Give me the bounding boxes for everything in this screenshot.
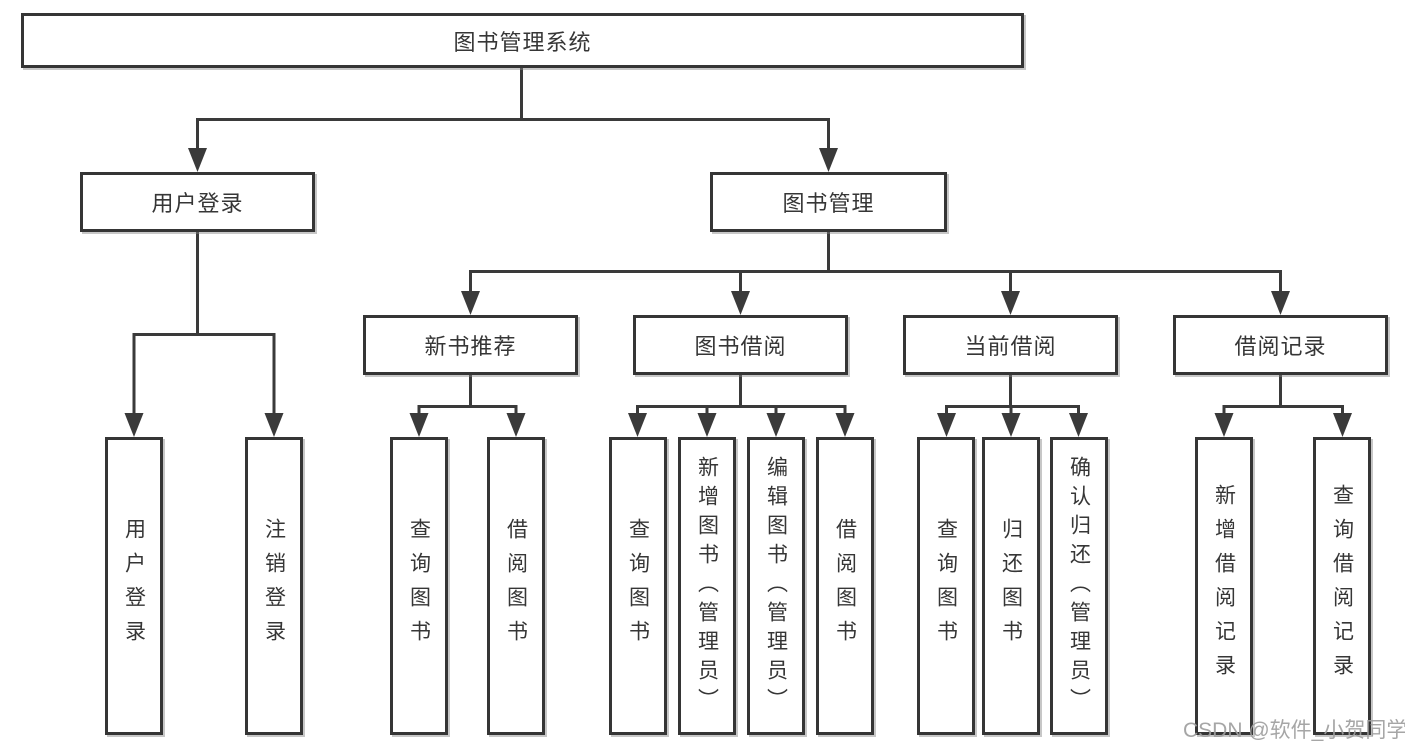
node-library-management-system: 图书管理系统 [21, 13, 1024, 68]
leaf-label: 查询图书 [407, 518, 431, 654]
leaf-label: 查询图书 [934, 518, 958, 654]
leaf-label: 新增图书（管理员） [695, 455, 719, 717]
leaf-logout: 注销登录 [245, 437, 303, 735]
node-new-book-recommendation: 新书推荐 [363, 315, 578, 375]
leaf-query-borrow-record: 查询借阅记录 [1313, 437, 1371, 735]
leaf-confirm-return-admin: 确认归还（管理员） [1050, 437, 1108, 735]
leaf-return-books: 归还图书 [982, 437, 1040, 735]
leaf-add-borrow-record: 新增借阅记录 [1195, 437, 1253, 735]
leaf-borrow-books: 借阅图书 [816, 437, 874, 735]
csdn-watermark: CSDN @软件_小贺同学 [1183, 719, 1405, 742]
node-borrowing-records: 借阅记录 [1173, 315, 1388, 375]
leaf-query-books-current: 查询图书 [917, 437, 975, 735]
leaf-label: 用户登录 [122, 518, 146, 654]
leaf-user-login: 用户登录 [105, 437, 163, 735]
node-current-borrowing: 当前借阅 [903, 315, 1118, 375]
leaf-label: 借阅图书 [833, 518, 857, 654]
leaf-label: 查询借阅记录 [1330, 484, 1354, 688]
leaf-label: 借阅图书 [504, 518, 528, 654]
node-user-login: 用户登录 [80, 172, 315, 232]
leaf-label: 注销登录 [262, 518, 286, 654]
leaf-label: 新增借阅记录 [1212, 484, 1236, 688]
node-book-management: 图书管理 [710, 172, 947, 232]
leaf-label: 确认归还（管理员） [1067, 455, 1091, 717]
leaf-add-book-admin: 新增图书（管理员） [678, 437, 736, 735]
leaf-borrow-books-recommend: 借阅图书 [487, 437, 545, 735]
node-book-borrowing: 图书借阅 [633, 315, 848, 375]
leaf-label: 归还图书 [999, 518, 1023, 654]
leaf-query-books-borrowing: 查询图书 [609, 437, 667, 735]
leaf-label: 查询图书 [626, 518, 650, 654]
leaf-query-books-recommend: 查询图书 [390, 437, 448, 735]
leaf-label: 编辑图书（管理员） [764, 455, 788, 717]
leaf-edit-book-admin: 编辑图书（管理员） [747, 437, 805, 735]
